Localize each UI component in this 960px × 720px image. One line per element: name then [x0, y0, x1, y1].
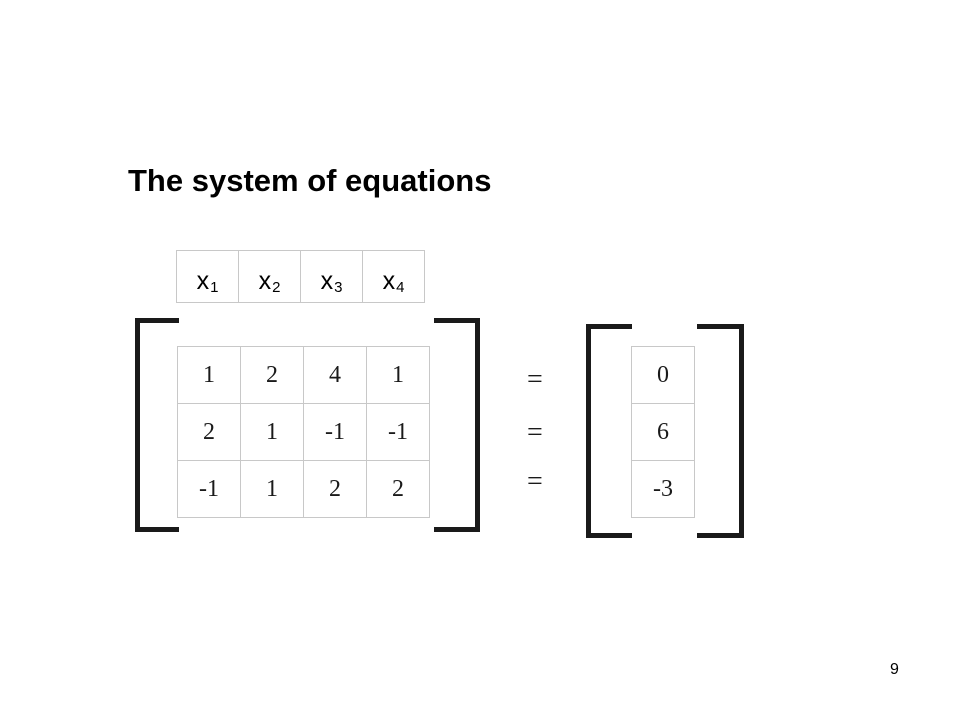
matrix-cell: 2 — [367, 461, 430, 518]
variable-subscript: 1 — [210, 279, 219, 296]
variable-subscript: 2 — [272, 279, 281, 296]
matrix-cell: 1 — [241, 461, 304, 518]
equals-sign: = — [527, 364, 543, 395]
variable-base: x — [258, 267, 272, 295]
variable-base: x — [382, 267, 396, 295]
matrix-cell: -1 — [178, 461, 241, 518]
variable-subscript: 3 — [334, 279, 343, 296]
matrix-left-bracket — [135, 318, 179, 532]
matrix-cell: -1 — [367, 404, 430, 461]
vector-cell: 0 — [632, 347, 695, 404]
equals-sign: = — [527, 417, 543, 448]
variable-base: x — [196, 267, 210, 295]
variable-base: x — [320, 267, 334, 295]
matrix-cell: 1 — [178, 347, 241, 404]
vector-right-bracket — [697, 324, 744, 538]
matrix-cell: 2 — [178, 404, 241, 461]
matrix-cell: 2 — [241, 347, 304, 404]
variable-subscript: 4 — [396, 279, 405, 296]
matrix-cell: -1 — [304, 404, 367, 461]
slide-title: The system of equations — [128, 163, 492, 198]
vector-left-bracket — [586, 324, 632, 538]
equals-sign: = — [527, 466, 543, 497]
matrix-cell: 4 — [304, 347, 367, 404]
page-number: 9 — [890, 661, 899, 678]
matrix-cell: 1 — [367, 347, 430, 404]
matrix-cell: 2 — [304, 461, 367, 518]
matrix-right-bracket — [434, 318, 480, 532]
rhs-vector: 0 6 -3 — [631, 346, 695, 518]
matrix-cell: 1 — [241, 404, 304, 461]
coefficient-matrix: 1 2 4 1 2 1 -1 -1 -1 1 2 2 — [177, 346, 430, 518]
vector-cell: -3 — [632, 461, 695, 518]
vector-cell: 6 — [632, 404, 695, 461]
